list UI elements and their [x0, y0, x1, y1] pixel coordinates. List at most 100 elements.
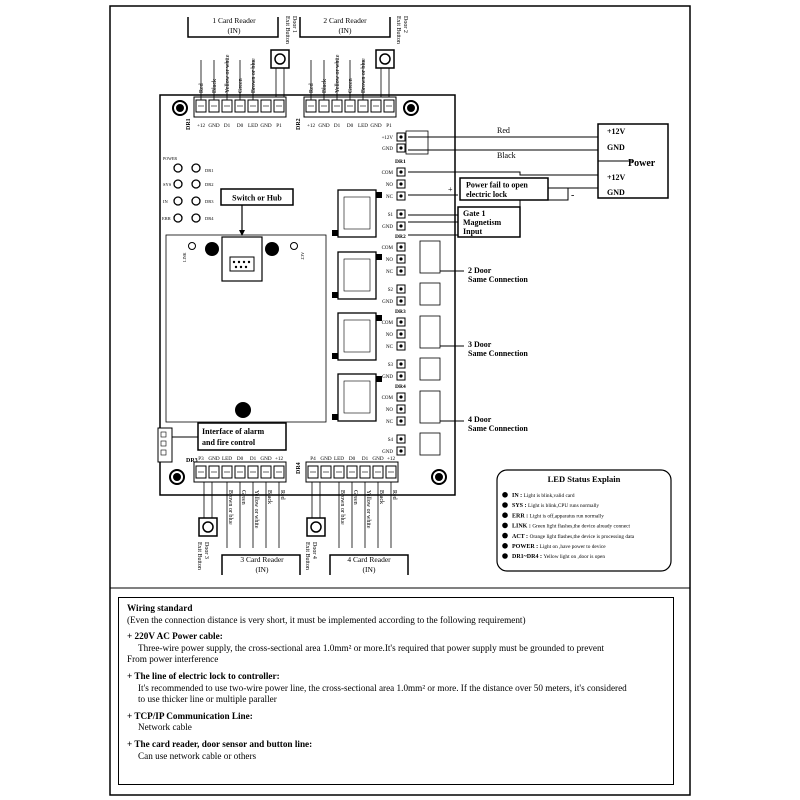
power-term-4: GND	[607, 188, 625, 197]
svg-text:POWER: POWER	[163, 156, 177, 161]
sensor-connector	[419, 432, 441, 456]
exit-button-door-2: Door 2 Exit Button	[375, 16, 408, 97]
lock-label-1: Power fail to open	[466, 181, 528, 190]
lock-plus: +	[448, 185, 453, 194]
right-terminal-dot	[399, 419, 403, 423]
relay-pin	[376, 254, 382, 260]
right-pin-label: NC	[386, 195, 394, 200]
sensor-connector	[419, 282, 441, 306]
card-reader-2-sub: (IN)	[339, 26, 352, 35]
right-pin-label: GND	[382, 375, 393, 380]
outer-frame	[109, 5, 691, 796]
connector-label-dr1: DR1	[186, 118, 192, 130]
exit-button-3-label: Door 3	[203, 542, 209, 559]
led-status-item: ERR : Light is off,apparatus run normall…	[512, 512, 604, 519]
pin-label: GND	[370, 123, 381, 129]
door-4-label: 4 Door	[468, 415, 492, 424]
pin-label: P3	[198, 456, 204, 462]
right-terminal-dot	[399, 320, 403, 324]
relay-inner	[343, 380, 371, 414]
wire-color-label: Red	[309, 83, 315, 93]
alarm-connector	[157, 427, 173, 463]
wire-color-label: Brown or blue	[227, 490, 233, 525]
pin-label: +12	[307, 123, 316, 129]
wiring-item-text: Three-wire power supply, the cross-secti…	[138, 642, 605, 653]
connector-label-dr1-right: DR1	[395, 159, 406, 165]
wire-color-label: Red	[391, 490, 397, 500]
relay-pin	[332, 292, 338, 298]
right-pin-label: NO	[386, 333, 394, 338]
wire-color-label: Yellow or white	[365, 490, 371, 529]
right-terminal-dot	[399, 437, 403, 441]
pin-label: +12	[387, 456, 396, 462]
led-status-item: ACT : Orange light flashes,the device is…	[512, 533, 635, 540]
door-4-same: Same Connection	[468, 424, 528, 433]
relay-connector	[419, 390, 441, 424]
svg-text:ACT: ACT	[300, 252, 305, 261]
wire-color-label: Red	[199, 83, 205, 93]
card-reader-3-header: 3 Card Reader (IN)	[221, 554, 301, 575]
relay-connector	[419, 315, 441, 349]
alarm-label-2: and fire control	[202, 438, 256, 447]
wire-color-label: Black	[322, 79, 328, 93]
relay-pin	[376, 376, 382, 382]
relay-pin	[332, 353, 338, 359]
right-terminal-dot	[399, 269, 403, 273]
gate-box	[457, 206, 521, 238]
wiring-item-reader: The card reader, door sensor and button …	[127, 739, 665, 762]
connector-label-right: DR2	[395, 234, 406, 240]
pin-label: D0	[349, 456, 356, 462]
wiring-item-heading: TCP/IP Communication Line:	[127, 711, 665, 723]
right-pin-label: S4	[388, 438, 394, 443]
exit-button-2-label: Door 2	[402, 16, 408, 33]
svg-text:ERR: ERR	[162, 216, 171, 221]
pin-label: D0	[347, 123, 354, 129]
switch-hub-arrowhead	[239, 230, 245, 236]
wiring-item-text: to use thicker line or multiple paraller	[138, 694, 277, 705]
svg-text:DR2: DR2	[205, 182, 214, 187]
svg-text:SYS: SYS	[163, 182, 172, 187]
relay-pin	[376, 315, 382, 321]
lock-minus: -	[571, 190, 574, 201]
pin-label: LED	[248, 123, 258, 129]
right-terminal-dot	[399, 182, 403, 186]
right-pin-label: NO	[386, 258, 394, 263]
wire-color-label: Brown or blue	[339, 490, 345, 525]
card-reader-1-sub: (IN)	[228, 26, 241, 35]
led-bullet	[502, 502, 508, 508]
wiring-item-text: Can use network cable or others	[138, 750, 257, 761]
terminal-blocks	[195, 99, 397, 479]
pin-label: LED	[222, 456, 232, 462]
pin-label: D1	[224, 123, 231, 129]
wire-color-label: Green	[352, 490, 358, 505]
connector-label-right: DR3	[395, 309, 406, 315]
right-pin-label: NO	[386, 183, 394, 188]
alarm-label-1: Interface of alarm	[202, 427, 265, 436]
pin-label: P4	[310, 456, 316, 462]
right-terminal-dot	[399, 257, 403, 261]
exit-button-4-label: Door 4	[311, 542, 317, 559]
exit-button-1-label: Door 1	[291, 16, 297, 33]
connector-label-right: DR4	[395, 384, 406, 390]
board-status-leds: POWER SYS IN ERR DR1 DR2 DR3 DR4	[162, 156, 214, 223]
wire-color-label: Green	[238, 78, 244, 93]
led-bullet	[502, 492, 508, 498]
wire-color-label: Green	[348, 78, 354, 93]
right-terminal-dot	[399, 299, 403, 303]
card-reader-1-header: 1 Card Reader (IN)	[187, 16, 279, 38]
gate-label-3: Input	[463, 227, 482, 236]
right-pin-label: COM	[382, 171, 394, 176]
pin-label: GND	[320, 456, 331, 462]
pin-label: GND	[372, 456, 383, 462]
wiring-item-lock: The line of electric lock to controller:…	[127, 671, 665, 706]
pin-label: GND	[208, 456, 219, 462]
led-bullet	[502, 532, 508, 539]
led-status-box	[496, 469, 672, 572]
wire-color-label: Black	[378, 490, 384, 504]
right-pin-label: NC	[386, 345, 394, 350]
right-pin-label: NC	[386, 270, 394, 275]
card-reader-4-sub: (IN)	[363, 565, 376, 574]
right-pin-label: NO	[386, 408, 394, 413]
wiring-item-heading: The card reader, door sensor and button …	[127, 739, 665, 751]
